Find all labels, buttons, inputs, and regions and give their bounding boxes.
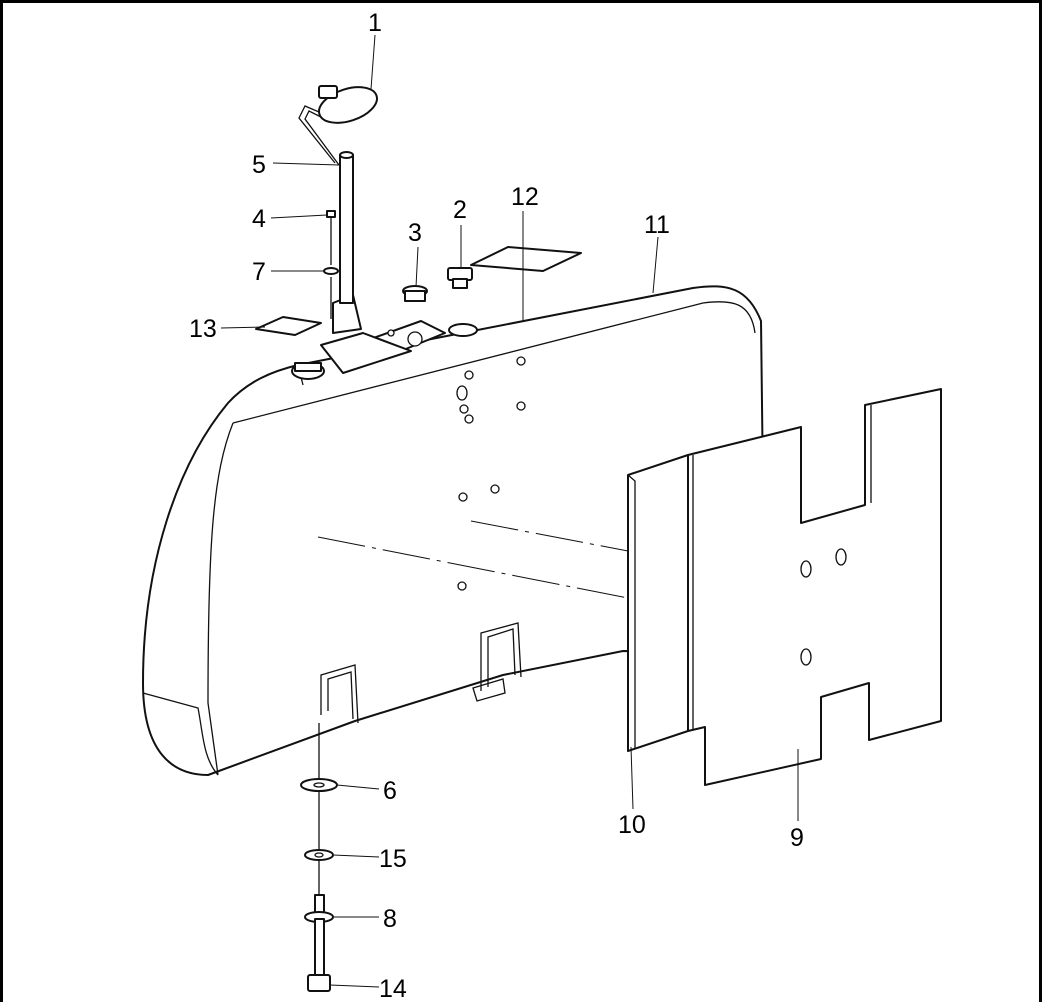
bushing-part-8: [304, 894, 334, 923]
cap-part-3: [402, 285, 428, 302]
rod-part-5: [339, 151, 354, 304]
tank-base-skid: [320, 622, 522, 724]
callout-15: 15: [379, 845, 407, 873]
callout-1: 1: [368, 9, 382, 37]
screw-part-4: [326, 210, 336, 265]
callout-9: 9: [790, 824, 804, 852]
callout-14: 14: [379, 975, 407, 1003]
callout-8: 8: [383, 905, 397, 933]
plate-part-10: [627, 454, 689, 752]
plate-part-9: [687, 388, 942, 786]
alignment-axes: [317, 520, 629, 599]
leader-lines: [220, 34, 799, 988]
callout-7: 7: [252, 258, 266, 286]
callout-4: 4: [252, 205, 266, 233]
callout-2: 2: [453, 196, 467, 224]
decal-part-13: [255, 316, 322, 336]
top-mount-plate: [320, 294, 446, 374]
plug-part-2: [447, 267, 478, 337]
callout-13: 13: [189, 315, 217, 343]
callout-labels: 1 2 3 4 5 6 7 8 9 10 11 12 13 14 15: [189, 9, 804, 1003]
exploded-parts-diagram: 1 2 3 4 5 6 7 8 9 10 11 12 13 14 15: [142, 9, 942, 1003]
bolt-part-14: [307, 918, 331, 992]
decal-part-12: [470, 246, 582, 272]
callout-5: 5: [252, 151, 266, 179]
fill-cap: [291, 362, 325, 380]
gauge-part-1: [298, 85, 378, 166]
callout-12: 12: [511, 183, 539, 211]
callout-10: 10: [618, 811, 646, 839]
callout-6: 6: [383, 777, 397, 805]
callout-3: 3: [408, 219, 422, 247]
tank-side-holes: [456, 356, 526, 591]
washer-part-7: [323, 267, 339, 275]
callout-11: 11: [644, 211, 670, 239]
